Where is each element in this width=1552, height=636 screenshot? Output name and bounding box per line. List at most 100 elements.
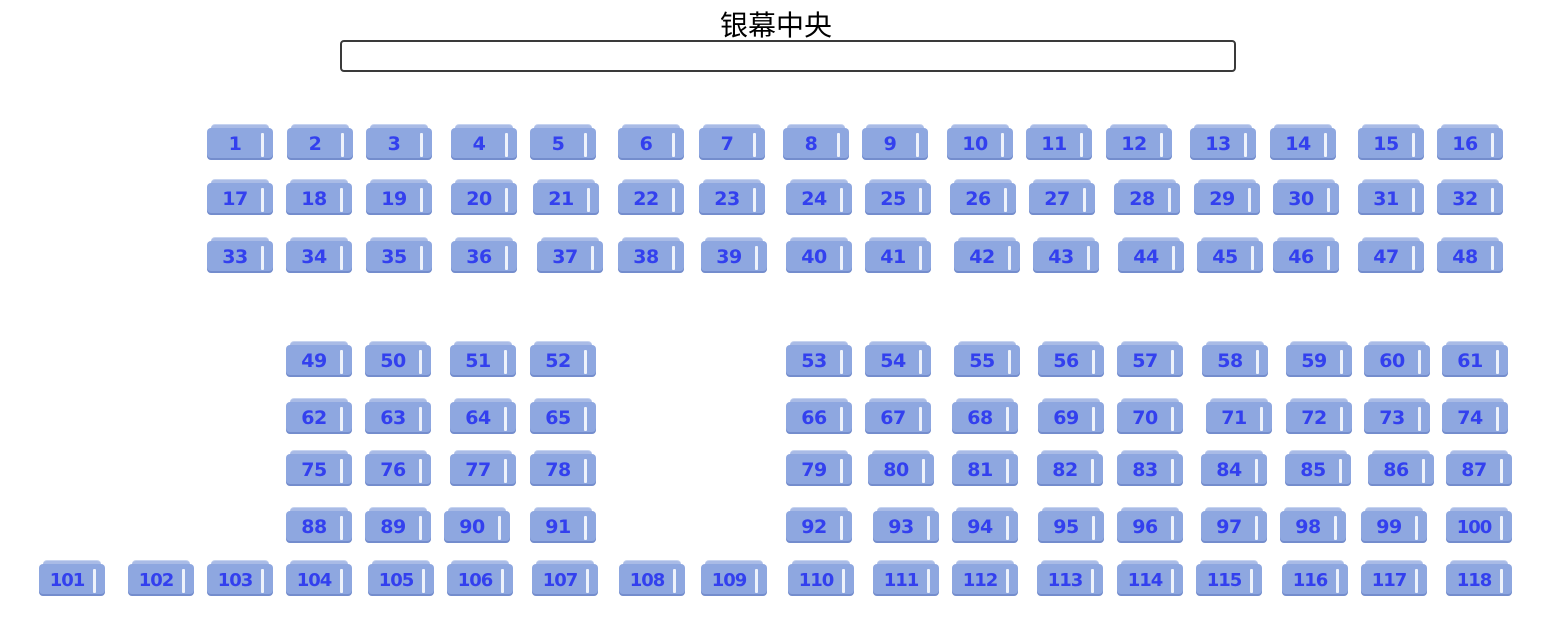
seat-70[interactable]: 70 (1117, 398, 1183, 434)
seat-113[interactable]: 113 (1037, 560, 1103, 596)
seat-65[interactable]: 65 (530, 398, 596, 434)
seat-76[interactable]: 76 (365, 450, 431, 486)
seat-36[interactable]: 36 (451, 237, 517, 273)
seat-92[interactable]: 92 (786, 507, 852, 543)
seat-57[interactable]: 57 (1117, 341, 1183, 377)
seat-102[interactable]: 102 (128, 560, 194, 596)
seat-78[interactable]: 78 (530, 450, 596, 486)
seat-111[interactable]: 111 (873, 560, 939, 596)
seat-12[interactable]: 12 (1106, 124, 1172, 160)
seat-30[interactable]: 30 (1273, 179, 1339, 215)
seat-42[interactable]: 42 (954, 237, 1020, 273)
seat-89[interactable]: 89 (365, 507, 431, 543)
seat-86[interactable]: 86 (1368, 450, 1434, 486)
seat-104[interactable]: 104 (286, 560, 352, 596)
seat-1[interactable]: 1 (207, 124, 273, 160)
seat-50[interactable]: 50 (365, 341, 431, 377)
seat-93[interactable]: 93 (873, 507, 939, 543)
seat-72[interactable]: 72 (1286, 398, 1352, 434)
seat-22[interactable]: 22 (618, 179, 684, 215)
seat-21[interactable]: 21 (533, 179, 599, 215)
seat-3[interactable]: 3 (366, 124, 432, 160)
seat-9[interactable]: 9 (862, 124, 928, 160)
seat-63[interactable]: 63 (365, 398, 431, 434)
seat-77[interactable]: 77 (450, 450, 516, 486)
seat-5[interactable]: 5 (530, 124, 596, 160)
seat-13[interactable]: 13 (1190, 124, 1256, 160)
seat-118[interactable]: 118 (1446, 560, 1512, 596)
seat-45[interactable]: 45 (1197, 237, 1263, 273)
seat-24[interactable]: 24 (786, 179, 852, 215)
seat-117[interactable]: 117 (1361, 560, 1427, 596)
seat-35[interactable]: 35 (366, 237, 432, 273)
seat-40[interactable]: 40 (786, 237, 852, 273)
seat-20[interactable]: 20 (451, 179, 517, 215)
seat-51[interactable]: 51 (450, 341, 516, 377)
seat-114[interactable]: 114 (1117, 560, 1183, 596)
seat-8[interactable]: 8 (783, 124, 849, 160)
seat-85[interactable]: 85 (1285, 450, 1351, 486)
seat-10[interactable]: 10 (947, 124, 1013, 160)
seat-17[interactable]: 17 (207, 179, 273, 215)
seat-59[interactable]: 59 (1286, 341, 1352, 377)
seat-103[interactable]: 103 (207, 560, 273, 596)
seat-47[interactable]: 47 (1358, 237, 1424, 273)
seat-43[interactable]: 43 (1033, 237, 1099, 273)
seat-60[interactable]: 60 (1364, 341, 1430, 377)
seat-46[interactable]: 46 (1273, 237, 1339, 273)
seat-41[interactable]: 41 (865, 237, 931, 273)
seat-39[interactable]: 39 (701, 237, 767, 273)
seat-73[interactable]: 73 (1364, 398, 1430, 434)
seat-94[interactable]: 94 (952, 507, 1018, 543)
seat-27[interactable]: 27 (1029, 179, 1095, 215)
seat-106[interactable]: 106 (447, 560, 513, 596)
seat-58[interactable]: 58 (1202, 341, 1268, 377)
seat-33[interactable]: 33 (207, 237, 273, 273)
seat-101[interactable]: 101 (39, 560, 105, 596)
seat-84[interactable]: 84 (1201, 450, 1267, 486)
seat-116[interactable]: 116 (1282, 560, 1348, 596)
seat-38[interactable]: 38 (618, 237, 684, 273)
seat-49[interactable]: 49 (286, 341, 352, 377)
seat-97[interactable]: 97 (1201, 507, 1267, 543)
seat-18[interactable]: 18 (286, 179, 352, 215)
seat-108[interactable]: 108 (619, 560, 685, 596)
seat-55[interactable]: 55 (954, 341, 1020, 377)
seat-105[interactable]: 105 (368, 560, 434, 596)
seat-110[interactable]: 110 (788, 560, 854, 596)
seat-31[interactable]: 31 (1358, 179, 1424, 215)
seat-15[interactable]: 15 (1358, 124, 1424, 160)
seat-112[interactable]: 112 (952, 560, 1018, 596)
seat-53[interactable]: 53 (786, 341, 852, 377)
seat-29[interactable]: 29 (1194, 179, 1260, 215)
seat-19[interactable]: 19 (366, 179, 432, 215)
seat-71[interactable]: 71 (1206, 398, 1272, 434)
seat-2[interactable]: 2 (287, 124, 353, 160)
seat-75[interactable]: 75 (286, 450, 352, 486)
seat-16[interactable]: 16 (1437, 124, 1503, 160)
seat-99[interactable]: 99 (1361, 507, 1427, 543)
seat-82[interactable]: 82 (1037, 450, 1103, 486)
seat-115[interactable]: 115 (1196, 560, 1262, 596)
seat-61[interactable]: 61 (1442, 341, 1508, 377)
seat-23[interactable]: 23 (699, 179, 765, 215)
seat-25[interactable]: 25 (865, 179, 931, 215)
seat-62[interactable]: 62 (286, 398, 352, 434)
seat-80[interactable]: 80 (868, 450, 934, 486)
seat-26[interactable]: 26 (950, 179, 1016, 215)
seat-48[interactable]: 48 (1437, 237, 1503, 273)
seat-37[interactable]: 37 (537, 237, 603, 273)
seat-28[interactable]: 28 (1114, 179, 1180, 215)
seat-34[interactable]: 34 (286, 237, 352, 273)
seat-69[interactable]: 69 (1038, 398, 1104, 434)
seat-109[interactable]: 109 (701, 560, 767, 596)
seat-56[interactable]: 56 (1038, 341, 1104, 377)
seat-100[interactable]: 100 (1446, 507, 1512, 543)
seat-87[interactable]: 87 (1446, 450, 1512, 486)
seat-68[interactable]: 68 (952, 398, 1018, 434)
seat-4[interactable]: 4 (451, 124, 517, 160)
seat-64[interactable]: 64 (450, 398, 516, 434)
seat-32[interactable]: 32 (1437, 179, 1503, 215)
seat-107[interactable]: 107 (532, 560, 598, 596)
seat-11[interactable]: 11 (1026, 124, 1092, 160)
